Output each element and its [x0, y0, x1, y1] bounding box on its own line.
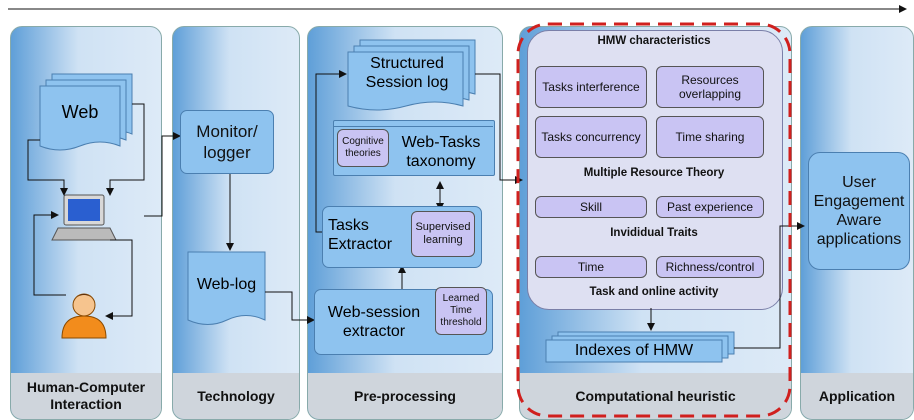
task-activity-label: Task and online activity	[589, 286, 719, 298]
structured-log-label: Structured Session log	[365, 55, 449, 91]
column-application-label: Application	[801, 373, 913, 419]
weblog-label: Web-log	[196, 276, 257, 293]
taxonomy-label: Web-Tasks taxonomy	[401, 134, 481, 170]
time-sharing-box: Time sharing	[656, 116, 764, 158]
heuristic-dashed-outline	[516, 22, 792, 418]
time-box: Time	[535, 256, 647, 278]
hmw-title: HMW characteristics	[597, 35, 711, 47]
column-hci-label: Human-Computer Interaction	[11, 373, 161, 419]
taxonomy-topbar	[333, 120, 493, 127]
column-computational-label: Computational heuristic	[520, 373, 791, 419]
tasks-extractor-label: Tasks Extractor	[328, 217, 393, 253]
overlapping-box: Resources overlapping	[656, 66, 764, 108]
skill-box: Skill	[535, 196, 647, 218]
supervised-box: Supervised learning	[411, 211, 475, 257]
past-experience-box: Past experience	[656, 196, 764, 218]
mrt-label: Multiple Resource Theory	[583, 167, 725, 179]
concurrency-box: Tasks concurrency	[535, 116, 647, 158]
indexes-docs	[545, 331, 735, 363]
column-technology: Technology	[172, 26, 300, 420]
weblog-doc	[187, 251, 266, 325]
threshold-box: Learned Time threshold	[435, 287, 487, 335]
richness-box: Richness/control	[656, 256, 764, 278]
web-label: Web	[61, 102, 99, 122]
web-docs-icon	[39, 73, 133, 151]
indexes-label: Indexes of HMW	[574, 342, 694, 359]
column-technology-label: Technology	[173, 373, 299, 419]
interference-box: Tasks interference	[535, 66, 647, 108]
cognitive-box: Cognitive theories	[337, 129, 389, 167]
column-preprocessing-label: Pre-processing	[308, 373, 502, 419]
user-avatar-icon	[61, 293, 107, 339]
laptop-icon	[51, 194, 117, 241]
session-extractor-label: Web-session extractor	[327, 304, 421, 340]
monitor-logger-box: Monitor/ logger	[180, 110, 274, 174]
traits-label: Invididual Traits	[610, 227, 698, 239]
structured-log-docs	[347, 39, 476, 111]
engagement-app-box: User Engagement Aware applications	[808, 152, 910, 270]
